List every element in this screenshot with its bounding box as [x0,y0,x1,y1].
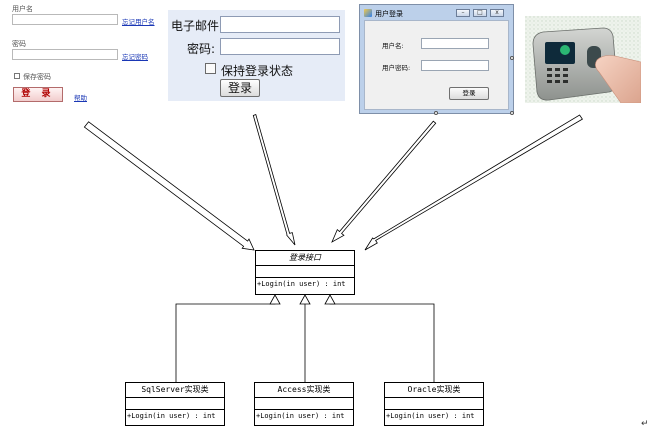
arrow-winform-login-to-interface [331,120,437,243]
password-label: 密码: [187,42,216,56]
sqlserver-class-box: SqlServer实现类 +Login(in user) : int [125,382,225,426]
remember-password-checkbox[interactable] [14,73,20,79]
arrow-web-login-to-interface [83,121,255,251]
remember-password-label: 保存密码 [23,73,51,81]
username-input[interactable] [421,38,489,49]
class-attributes [385,398,483,410]
class-attributes [255,398,353,410]
realization-line-sqlserver [175,298,276,384]
login-button[interactable]: 登录 [449,87,489,100]
class-name: SqlServer实现类 [126,383,224,398]
close-button[interactable]: x [490,9,504,17]
class-name: Oracle实现类 [385,383,483,398]
class-operation: +Login(in user) : int [127,412,216,420]
web-login-panel: 用户名 忘记用户名 密码 忘记密码 保存密码 登 录 帮助 [10,3,160,108]
resize-handle-corner[interactable] [510,111,514,115]
window-client-area: 用户名: 用户密码: 登录 [364,20,509,110]
username-label: 用户名 [12,5,33,13]
class-operation: +Login(in user) : int [256,412,345,420]
maximize-button[interactable]: □ [473,9,487,17]
fingerprint-scanner-photo [525,16,641,103]
device-screen-logo [560,45,570,55]
device-keypad [547,68,568,83]
class-operation: +Login(in user) : int [386,412,475,420]
oracle-class-box: Oracle实现类 +Login(in user) : int [384,382,484,426]
class-name: Access实现类 [255,383,353,398]
arrow-email-login-to-interface [252,113,296,246]
email-login-panel: 电子邮件: 密码: 保持登录状态 登录 [168,10,345,101]
minimize-button[interactable]: – [456,9,470,17]
username-label: 用户名: [382,42,404,50]
paragraph-mark: ↵ [641,419,649,429]
realization-line-oracle [329,298,435,384]
login-button[interactable]: 登录 [220,79,260,97]
winform-login-window: 用户登录 – □ x 用户名: 用户密码: 登录 [359,4,514,114]
arrow-fingerprint-to-interface [364,114,583,251]
resize-handle-right[interactable] [510,56,514,60]
login-interface-box: 登录接口 +Login(in user) : int [255,250,355,295]
interface-name: 登录接口 [256,251,354,266]
interface-operation: +Login(in user) : int [257,280,346,288]
password-input[interactable] [12,49,118,60]
interface-attributes [256,266,354,278]
email-input[interactable] [220,16,340,33]
remember-state-label: 保持登录状态 [221,64,294,78]
realization-triangle-access [299,294,311,305]
password-label: 用户密码: [382,64,411,72]
realization-triangle-oracle [324,294,336,305]
remember-state-checkbox[interactable] [205,63,216,74]
class-attributes [126,398,224,410]
email-label: 电子邮件: [171,19,224,33]
help-link[interactable]: 帮助 [74,94,87,102]
realization-triangle-sqlserver [269,294,281,305]
resize-handle-bottom[interactable] [434,111,438,115]
access-class-box: Access实现类 +Login(in user) : int [254,382,354,426]
finger-hand [595,55,641,103]
username-input[interactable] [12,14,118,25]
login-button[interactable]: 登 录 [13,87,63,102]
window-title: 用户登录 [375,10,403,18]
window-app-icon [364,9,372,17]
password-input[interactable] [421,60,489,71]
password-input[interactable] [220,38,340,55]
forgot-username-link[interactable]: 忘记用户名 [122,18,155,26]
password-label: 密码 [12,40,26,48]
forgot-password-link[interactable]: 忘记密码 [122,53,148,61]
